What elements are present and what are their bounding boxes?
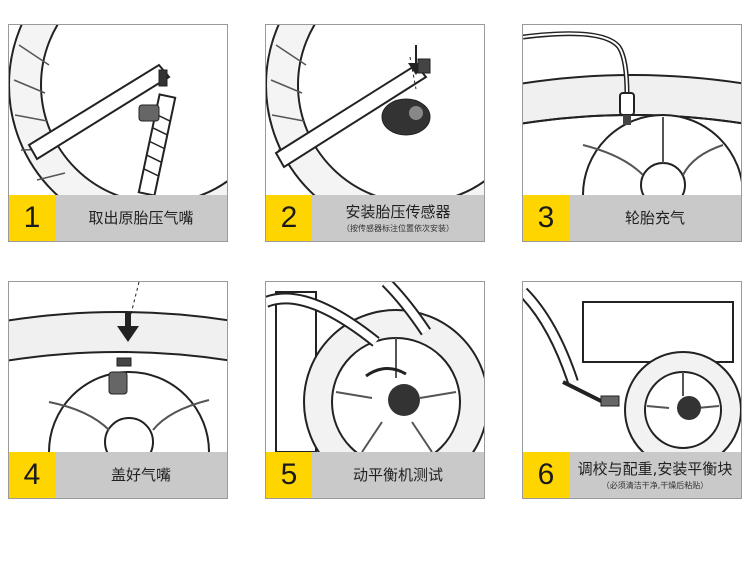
step-number: 4 <box>9 452 55 498</box>
step-illustration-remove-valve <box>9 25 227 195</box>
step-title: 安装胎压传感器 <box>345 202 451 221</box>
step-illustration-inflate-tire <box>523 25 741 195</box>
step-number: 3 <box>523 195 569 241</box>
step-note: （必须清洁干净,干燥后粘贴） <box>601 480 709 490</box>
step-title: 盖好气嘴 <box>110 466 171 484</box>
step-illustration-install-sensor <box>266 25 484 195</box>
step-card-1: 1 取出原胎压气嘴 <box>8 24 228 242</box>
step-card-6: 6 调校与配重,安装平衡块 （必须清洁干净,干燥后粘贴） <box>522 281 742 499</box>
step-frame: 2 安装胎压传感器 （按传感器标注位置依次安装） <box>265 24 485 242</box>
step-number: 1 <box>9 195 55 241</box>
step-card-5: 5 动平衡机测试 <box>265 281 485 499</box>
step-frame: 4 盖好气嘴 <box>8 281 228 499</box>
step-title: 调校与配重,安装平衡块 <box>577 459 733 478</box>
step-card-2: 2 安装胎压传感器 （按传感器标注位置依次安装） <box>265 24 485 242</box>
step-caption: 盖好气嘴 <box>55 452 227 498</box>
step-caption: 取出原胎压气嘴 <box>55 195 227 241</box>
step-title: 轮胎充气 <box>624 209 685 227</box>
step-caption-bar: 3 轮胎充气 <box>523 195 741 241</box>
step-caption-bar: 2 安装胎压传感器 （按传感器标注位置依次安装） <box>266 195 484 241</box>
step-caption: 安装胎压传感器 （按传感器标注位置依次安装） <box>312 195 484 241</box>
step-frame: 1 取出原胎压气嘴 <box>8 24 228 242</box>
step-illustration-calibrate-weights <box>523 282 741 452</box>
step-title: 动平衡机测试 <box>352 466 443 484</box>
step-caption-bar: 4 盖好气嘴 <box>9 452 227 498</box>
step-card-3: 3 轮胎充气 <box>522 24 742 242</box>
step-number: 2 <box>266 195 312 241</box>
step-frame: 6 调校与配重,安装平衡块 （必须清洁干净,干燥后粘贴） <box>522 281 742 499</box>
step-number: 5 <box>266 452 312 498</box>
step-card-4: 4 盖好气嘴 <box>8 281 228 499</box>
step-number: 6 <box>523 452 569 498</box>
step-illustration-balance-test <box>266 282 484 452</box>
step-caption: 轮胎充气 <box>569 195 741 241</box>
step-note: （按传感器标注位置依次安装） <box>342 223 454 233</box>
step-caption-bar: 6 调校与配重,安装平衡块 （必须清洁干净,干燥后粘贴） <box>523 452 741 498</box>
step-frame: 3 轮胎充气 <box>522 24 742 242</box>
step-caption: 调校与配重,安装平衡块 （必须清洁干净,干燥后粘贴） <box>569 452 741 498</box>
step-caption: 动平衡机测试 <box>312 452 484 498</box>
step-title: 取出原胎压气嘴 <box>88 209 194 227</box>
step-caption-bar: 1 取出原胎压气嘴 <box>9 195 227 241</box>
step-illustration-cap-valve <box>9 282 227 452</box>
step-caption-bar: 5 动平衡机测试 <box>266 452 484 498</box>
step-frame: 5 动平衡机测试 <box>265 281 485 499</box>
